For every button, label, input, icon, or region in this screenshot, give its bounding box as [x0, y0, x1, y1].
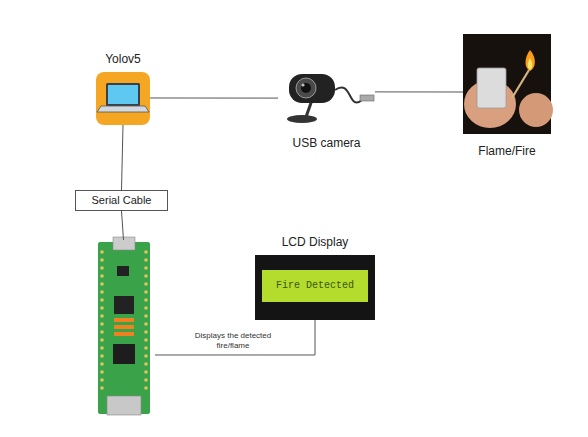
- camera-lens: [296, 78, 316, 98]
- small-chip: [117, 266, 129, 276]
- connector-line: [375, 91, 463, 92]
- node-heading: Yolov5: [56, 52, 190, 66]
- camera-base: [287, 115, 317, 123]
- bottom-connector: [107, 396, 141, 415]
- laptop-icon: Yolov5: [96, 72, 150, 125]
- serial-cable-box: Serial Cable: [75, 190, 168, 211]
- pcb: [98, 242, 150, 414]
- node-caption: USB camera: [238, 136, 415, 150]
- right-hand: [519, 93, 553, 127]
- mcu-chip: [113, 344, 135, 364]
- board-label: [114, 325, 134, 329]
- camera-cable: [335, 87, 362, 102]
- connector-line: [122, 211, 124, 240]
- camera-body: [289, 74, 335, 103]
- board-label: [114, 318, 134, 322]
- flame: [526, 50, 535, 71]
- lens-highlight: [301, 83, 304, 86]
- connector-line: [122, 125, 124, 190]
- usb-plug: [360, 95, 374, 101]
- lcd-screen: [262, 270, 368, 302]
- matchbox: [477, 68, 506, 108]
- pin-row: [100, 250, 148, 390]
- laptop-screen: [106, 83, 140, 106]
- usb-connector: [113, 237, 135, 250]
- board-label: [114, 332, 134, 336]
- flash-chip: [114, 296, 134, 314]
- connector-line: [150, 97, 278, 98]
- node-heading: LCD Display: [215, 235, 415, 249]
- match-stick: [512, 70, 529, 98]
- camera-image: USB camera: [278, 64, 375, 126]
- icon-tile: [96, 72, 150, 125]
- edge-label: Displays the detected fire/flame: [178, 331, 288, 351]
- flame-image: Flame/Fire: [463, 34, 551, 134]
- lcd-text: Fire Detected: [262, 270, 368, 302]
- lcd-frame: [255, 255, 375, 320]
- node-caption: Flame/Fire: [423, 144, 588, 158]
- laptop-base: [97, 106, 149, 112]
- flame-core: [528, 58, 533, 70]
- connector-line: [155, 320, 315, 355]
- laptop-display: [108, 85, 138, 104]
- box-label: Serial Cable: [76, 191, 167, 210]
- camera-lens-core: [301, 83, 311, 93]
- microcontroller-board: [92, 240, 155, 415]
- lcd-display: LCD DisplayFire Detected: [255, 255, 375, 320]
